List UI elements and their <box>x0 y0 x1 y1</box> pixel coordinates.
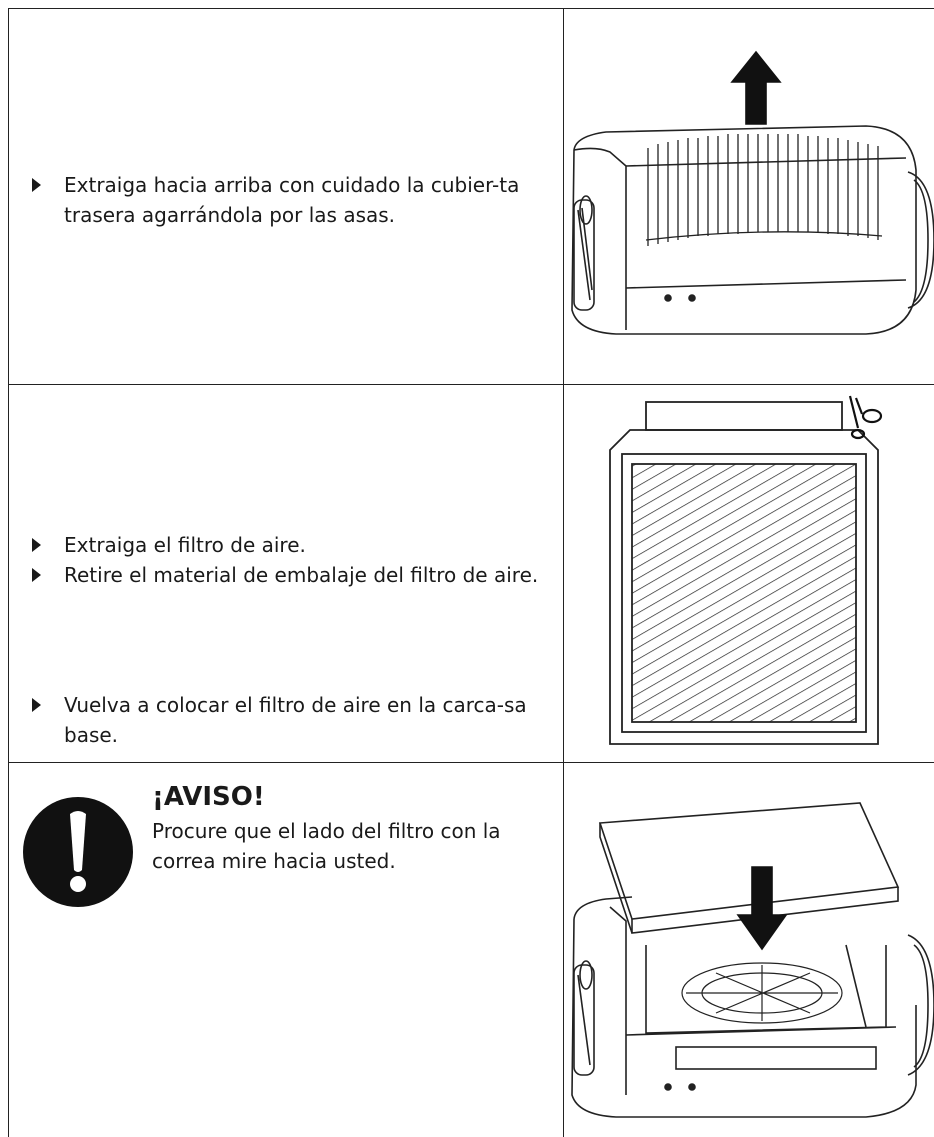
filter-reinsertion-illustration <box>571 802 934 1118</box>
exclamation-warning-icon <box>23 797 133 907</box>
step-3-bullet-1: Vuelva a colocar el filtro de aire en la… <box>30 690 550 750</box>
row-divider-1 <box>8 384 934 385</box>
arrow-down-icon <box>736 866 788 951</box>
row-divider-2 <box>8 762 934 763</box>
step-3-text: Vuelva a colocar el filtro de aire en la… <box>30 690 550 750</box>
notice-block: ¡AVISO! Procure que el lado del filtro c… <box>22 780 552 910</box>
notice-title: ¡AVISO! <box>152 782 265 812</box>
rear-cover-removal-illustration <box>571 50 934 335</box>
step-1-text: Extraiga hacia arriba con cuidado la cub… <box>30 170 550 230</box>
triangle-bullet-icon <box>32 178 41 192</box>
step-2-text: Extraiga el filtro de aire. Retire el ma… <box>30 530 550 590</box>
step-2-bullet-1: Extraiga el filtro de aire. <box>30 530 550 560</box>
air-filter-illustration <box>609 395 883 745</box>
step-2-bullet-1-text: Extraiga el filtro de aire. <box>64 533 306 557</box>
step-1-bullet-1: Extraiga hacia arriba con cuidado la cub… <box>30 170 550 230</box>
triangle-bullet-icon <box>32 568 41 582</box>
step-2-bullet-2: Retire el material de embalaje del filtr… <box>30 560 550 590</box>
triangle-bullet-icon <box>32 538 41 552</box>
column-divider <box>563 8 564 1137</box>
step-2-bullet-2-text: Retire el material de embalaje del filtr… <box>64 563 539 587</box>
table-left-border <box>8 8 9 1137</box>
notice-body: Procure que el lado del filtro con la co… <box>152 819 501 873</box>
triangle-bullet-icon <box>32 698 41 712</box>
arrow-up-icon <box>730 50 782 125</box>
step-1-bullet-1-text: Extraiga hacia arriba con cuidado la cub… <box>64 173 520 227</box>
scissors-icon <box>848 395 883 440</box>
step-3-bullet-1-text: Vuelva a colocar el filtro de aire en la… <box>64 693 527 747</box>
table-top-border <box>8 8 934 9</box>
